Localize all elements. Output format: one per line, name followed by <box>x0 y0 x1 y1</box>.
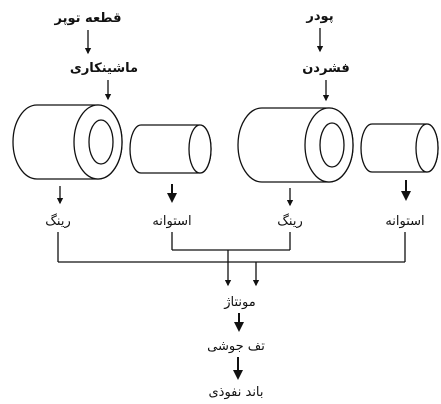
right-process-label: فشردن <box>302 61 350 76</box>
left-source-label: قطعه توپر <box>54 11 122 26</box>
right-source-label: پودر <box>305 9 333 24</box>
left-process-label: ماشینکاری <box>70 61 138 76</box>
right-cylinder-shape <box>360 123 439 173</box>
right-ring-shape <box>237 107 354 183</box>
left-cylinder-label: استوانه <box>152 214 191 229</box>
left-ring-label: رینگ <box>45 213 70 229</box>
left-cylinder-shape <box>129 124 212 174</box>
sintering-label: تف جوشی <box>207 339 265 354</box>
right-cylinder-label: استوانه <box>385 214 424 229</box>
right-ring-label: رینگ <box>277 213 302 229</box>
pairing-connectors <box>57 232 406 263</box>
assembly-label: مونتاژ <box>223 295 255 310</box>
left-ring-shape <box>12 104 123 180</box>
diffusion-bond-label: باند نفوذی <box>208 385 263 400</box>
